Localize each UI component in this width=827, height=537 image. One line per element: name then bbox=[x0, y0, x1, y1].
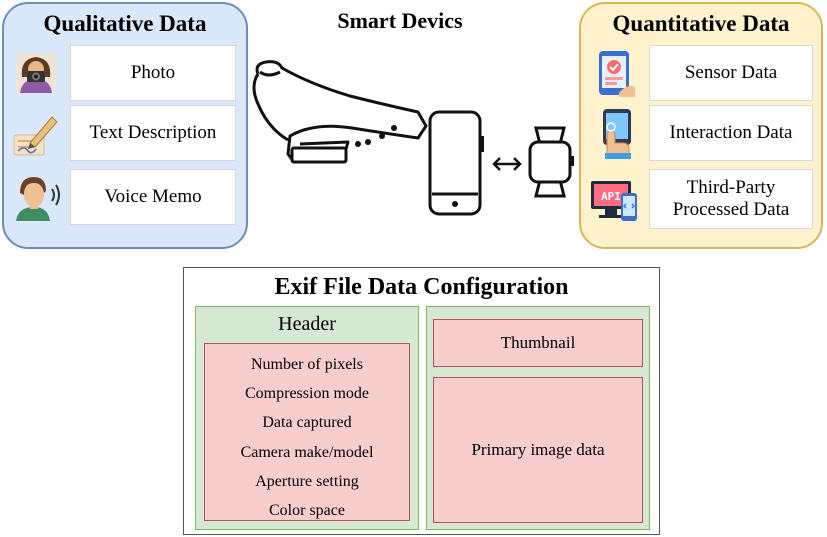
qualitative-item-label: Text Description bbox=[70, 105, 236, 161]
phone-sensor-icon bbox=[599, 51, 635, 97]
qualitative-item-label: Photo bbox=[70, 45, 236, 101]
qualitative-item-label: Voice Memo bbox=[70, 169, 236, 225]
qualitative-item-photo: Photo bbox=[10, 45, 236, 101]
exif-header-title: Header bbox=[278, 313, 336, 335]
exif-field: Aperture setting bbox=[255, 472, 359, 490]
qualitative-panel: Qualitative Data Photo Text Description bbox=[2, 2, 248, 249]
quantitative-title: Quantitative Data bbox=[612, 11, 790, 36]
exif-field: Color space bbox=[269, 501, 345, 519]
exif-configuration-box: Exif File Data Configuration Header Numb… bbox=[183, 267, 660, 535]
hand-touch-icon bbox=[603, 109, 631, 159]
smart-glasses-icon bbox=[252, 60, 428, 164]
quantitative-item-label: Sensor Data bbox=[649, 45, 813, 101]
photographer-icon bbox=[16, 53, 56, 93]
smartwatch-icon bbox=[528, 126, 574, 198]
qualitative-title: Qualitative Data bbox=[43, 11, 207, 36]
devices-title: Smart Devics bbox=[337, 8, 463, 33]
exif-field: Compression mode bbox=[245, 385, 369, 403]
api-monitor-icon: API bbox=[591, 181, 637, 221]
pen-writing-icon bbox=[13, 116, 58, 156]
exif-header-fields: Number of pixels Compression mode Data c… bbox=[204, 343, 410, 521]
exif-title: Exif File Data Configuration bbox=[274, 274, 569, 300]
exif-field: Number of pixels bbox=[251, 356, 363, 373]
double-arrow-icon bbox=[492, 157, 522, 171]
quantitative-item-third-party: API Third-Party Processed Data bbox=[589, 169, 813, 229]
exif-header-block: Header Number of pixels Compression mode… bbox=[195, 306, 419, 530]
exif-image-block: Thumbnail Primary image data bbox=[426, 306, 650, 530]
exif-primary-image-data: Primary image data bbox=[433, 377, 643, 523]
speaking-person-icon bbox=[16, 177, 60, 221]
devices-illustration bbox=[252, 60, 574, 216]
quantitative-item-sensor: Sensor Data bbox=[589, 45, 813, 101]
qualitative-item-voice: Voice Memo bbox=[10, 169, 236, 225]
quantitative-item-label: Interaction Data bbox=[649, 105, 813, 161]
smartphone-icon bbox=[428, 110, 484, 216]
quantitative-item-interaction: Interaction Data bbox=[589, 105, 813, 161]
exif-field: Camera make/model bbox=[240, 443, 374, 461]
quantitative-item-label: Third-Party Processed Data bbox=[649, 169, 813, 229]
qualitative-item-text: Text Description bbox=[10, 105, 236, 161]
api-badge: API bbox=[601, 190, 621, 203]
exif-field: Data captured bbox=[262, 414, 352, 432]
exif-thumbnail: Thumbnail bbox=[433, 319, 643, 367]
quantitative-panel: Quantitative Data Sensor Data Interactio… bbox=[579, 2, 823, 249]
